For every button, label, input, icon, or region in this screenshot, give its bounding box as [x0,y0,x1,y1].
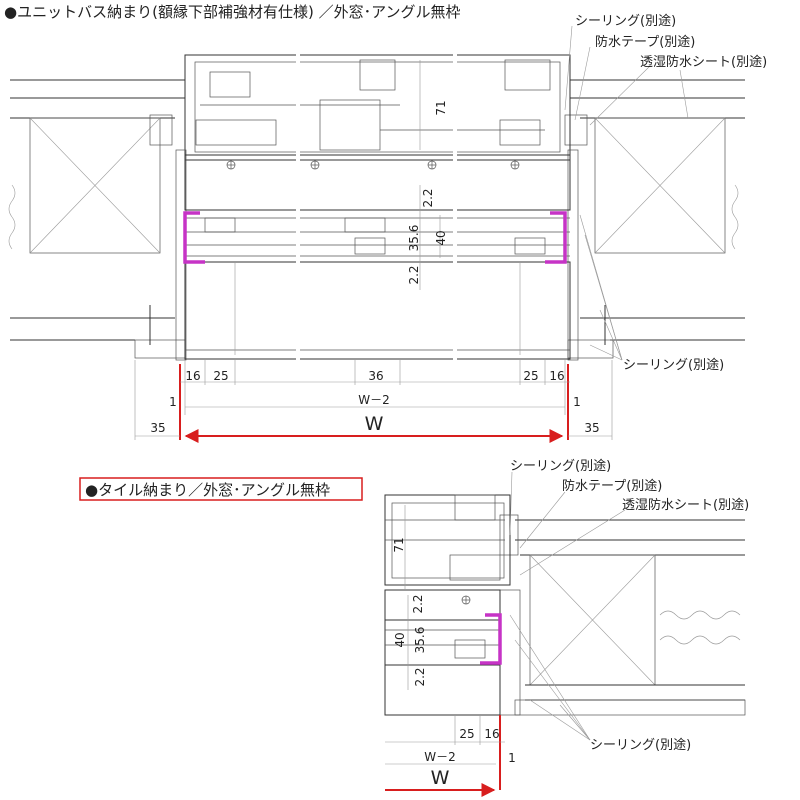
figure2-leaders [509,471,626,741]
f2-dim-1: 1 [508,751,516,765]
figure2-title-box [79,477,363,501]
f1-dim-25-right: 25 [523,369,538,383]
figure2: ●タイル納まり／外窓･アングル無枠 [79,458,749,797]
f1-dim-w-minus-2: W－2 [358,393,390,407]
frame-highlight-right [545,211,567,264]
figure1-horizontal-dims [134,360,613,443]
f2-waterproof-tape: 防水テープ(別途) [562,478,662,494]
figure2-title: ●タイル納まり／外窓･アングル無枠 [85,481,330,499]
figure1: ●ユニットバス納まり(額縁下部補強材有仕様) ／外窓･アングル無枠 [4,3,767,443]
figure2-wall [499,514,746,716]
f1-dim-35-left: 35 [150,421,165,435]
f1-sealing-bottom: シーリング(別途) [623,357,724,373]
frame-highlight-f2 [480,613,502,665]
f2-dim-w: W [431,767,450,789]
f2-sealing-top: シーリング(別途) [510,458,611,474]
f2-dim-35-6: 35.6 [413,627,427,654]
f1-dim-1-right: 1 [573,395,581,409]
f1-dim-40: 40 [434,230,448,245]
f1-dim-25-left: 25 [213,369,228,383]
f1-waterproof-tape: 防水テープ(別途) [595,34,695,50]
f1-dim-35-6: 35.6 [407,225,421,252]
f2-sealing-bottom: シーリング(別途) [590,737,691,753]
f2-breathable-sheet: 透湿防水シート(別途) [622,497,749,513]
f1-dim-1-left: 1 [169,395,177,409]
f1-dim-36: 36 [368,369,383,383]
f1-dim-w: W [365,413,384,435]
figure2-window-frame [384,494,511,716]
figure1-leaders [564,25,689,361]
figure1-window-frame [175,40,579,362]
f1-dim-35-right: 35 [584,421,599,435]
f2-dim-71: 71 [392,537,406,552]
figure1-wall [8,79,745,359]
figure2-horizontal-dims [385,715,505,797]
f1-dim-2-2-bottom: 2.2 [407,265,421,284]
f1-dim-2-2-top: 2.2 [421,188,435,207]
f2-dim-2-2-top: 2.2 [411,594,425,613]
f2-dim-2-2-bottom: 2.2 [413,667,427,686]
figure1-vertical-dims: 71 2.2 35.6 40 2.2 [407,60,448,290]
f2-dim-40: 40 [393,632,407,647]
f1-dim-71: 71 [434,100,448,115]
f1-sealing-top: シーリング(別途) [575,13,676,29]
f2-dim-16: 16 [484,727,499,741]
f1-dim-16-right: 16 [549,369,564,383]
f2-dim-w-minus-2: W－2 [424,750,456,764]
figure1-title: ●ユニットバス納まり(額縁下部補強材有仕様) ／外窓･アングル無枠 [4,3,460,21]
f1-dim-16-left: 16 [185,369,200,383]
figure2-vertical-dims: 71 2.2 40 35.6 2.2 [392,505,427,690]
f1-breathable-sheet: 透湿防水シート(別途) [640,54,767,70]
f2-dim-25: 25 [459,727,474,741]
frame-highlight-left [183,211,205,264]
